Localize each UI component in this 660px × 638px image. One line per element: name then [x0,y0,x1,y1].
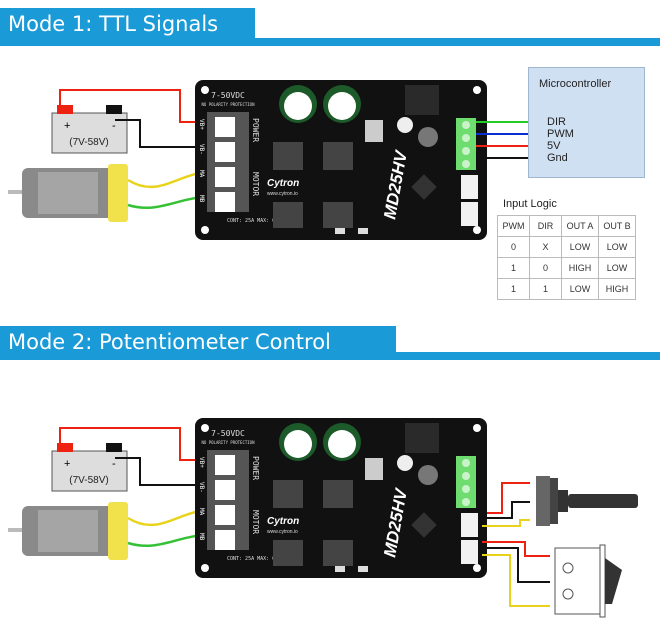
board-protection-label: NO POLARITY PROTECTION [202,102,256,107]
table-cell: LOW [598,236,636,258]
board-power-label: POWER [251,456,260,480]
board-motor-label: MOTOR [251,172,260,196]
board-current-label: CONT: 25A MAX: 60A [227,218,281,224]
battery-minus-label: - [112,458,116,470]
battery-voltage-label: (7V-58V) [69,475,108,486]
battery: + - (7V-58V) [51,443,128,492]
input-logic-title: Input Logic [503,198,557,210]
header-cell: OUT B [598,215,636,237]
table-cell: 1 [497,257,530,279]
table-cell: 1 [497,278,530,300]
header-cell: OUT A [561,215,599,237]
terminal-label-vb-plus: VB+ [198,119,205,130]
motor-1 [8,164,128,222]
rocker-switch[interactable] [554,544,622,618]
potentiometer[interactable] [536,476,638,526]
table-cell: X [529,236,562,258]
input-logic-table: PWM DIR OUT A OUT B 0 X LOW LOW 1 0 HIGH… [497,215,636,300]
board-brand-label: Cytron [267,516,299,527]
table-row: 0 X LOW LOW [497,236,636,258]
mode2-wiring: + - (7V-58V) VB+ VB- MA MB 7-50VDC NO PO… [8,418,638,618]
pin-dir: DIR [547,116,566,128]
table-cell: HIGH [561,257,599,279]
pin-gnd: Gnd [547,152,568,164]
battery-plus-label: + [64,458,70,470]
mode2-divider [0,352,660,360]
mode1-wiring: + - (7V-58V) VB+ VB- MA MB 7-50VDC NO PO… [8,80,540,240]
header-cell: PWM [497,215,530,237]
board-motor-label: MOTOR [251,510,260,534]
motor-driver-board: VB+ VB- MA MB 7-50VDC NO POLARITY PROTEC… [195,80,487,240]
board-current-label: CONT: 25A MAX: 60A [227,556,281,562]
board-voltage-label: 7-50VDC [211,429,245,438]
board-voltage-label: 7-50VDC [211,91,245,100]
board-power-label: POWER [251,118,260,142]
motor-2 [8,502,128,560]
board-url-label: www.cytron.io [267,529,298,535]
header-cell: DIR [529,215,562,237]
battery-voltage-label: (7V-58V) [69,137,108,148]
microcontroller-box: Microcontroller DIR PWM 5V Gnd [528,67,645,178]
terminal-label-ma: MA [198,170,205,178]
table-cell: LOW [561,278,599,300]
board-brand-label: Cytron [267,178,299,189]
pin-pwm: PWM [547,128,574,140]
table-cell: LOW [561,236,599,258]
table-cell: 0 [497,236,530,258]
terminal-label-vb-plus: VB+ [198,457,205,468]
table-cell: HIGH [598,278,636,300]
table-cell: 1 [529,278,562,300]
battery-minus-label: - [112,120,116,132]
table-cell: 0 [529,257,562,279]
board-url-label: www.cytron.io [267,191,298,197]
board-protection-label: NO POLARITY PROTECTION [202,440,256,445]
battery-plus-label: + [64,120,70,132]
table-header-row: PWM DIR OUT A OUT B [497,215,636,237]
terminal-label-mb: MB [198,195,205,203]
pin-5v: 5V [547,140,561,152]
terminal-label-vb-minus: VB- [198,144,205,155]
table-cell: LOW [598,257,636,279]
table-row: 1 1 LOW HIGH [497,278,636,300]
terminal-label-vb-minus: VB- [198,482,205,493]
microcontroller-title: Microcontroller [539,78,612,90]
battery: + - (7V-58V) [51,105,128,154]
table-row: 1 0 HIGH LOW [497,257,636,279]
motor-driver-board: VB+ VB- MA MB 7-50VDC NO POLARITY PROTEC… [195,418,487,578]
mode1-title: Mode 1: TTL Signals [0,8,255,40]
mode1-divider [0,38,660,46]
terminal-label-ma: MA [198,508,205,516]
terminal-label-mb: MB [198,533,205,541]
